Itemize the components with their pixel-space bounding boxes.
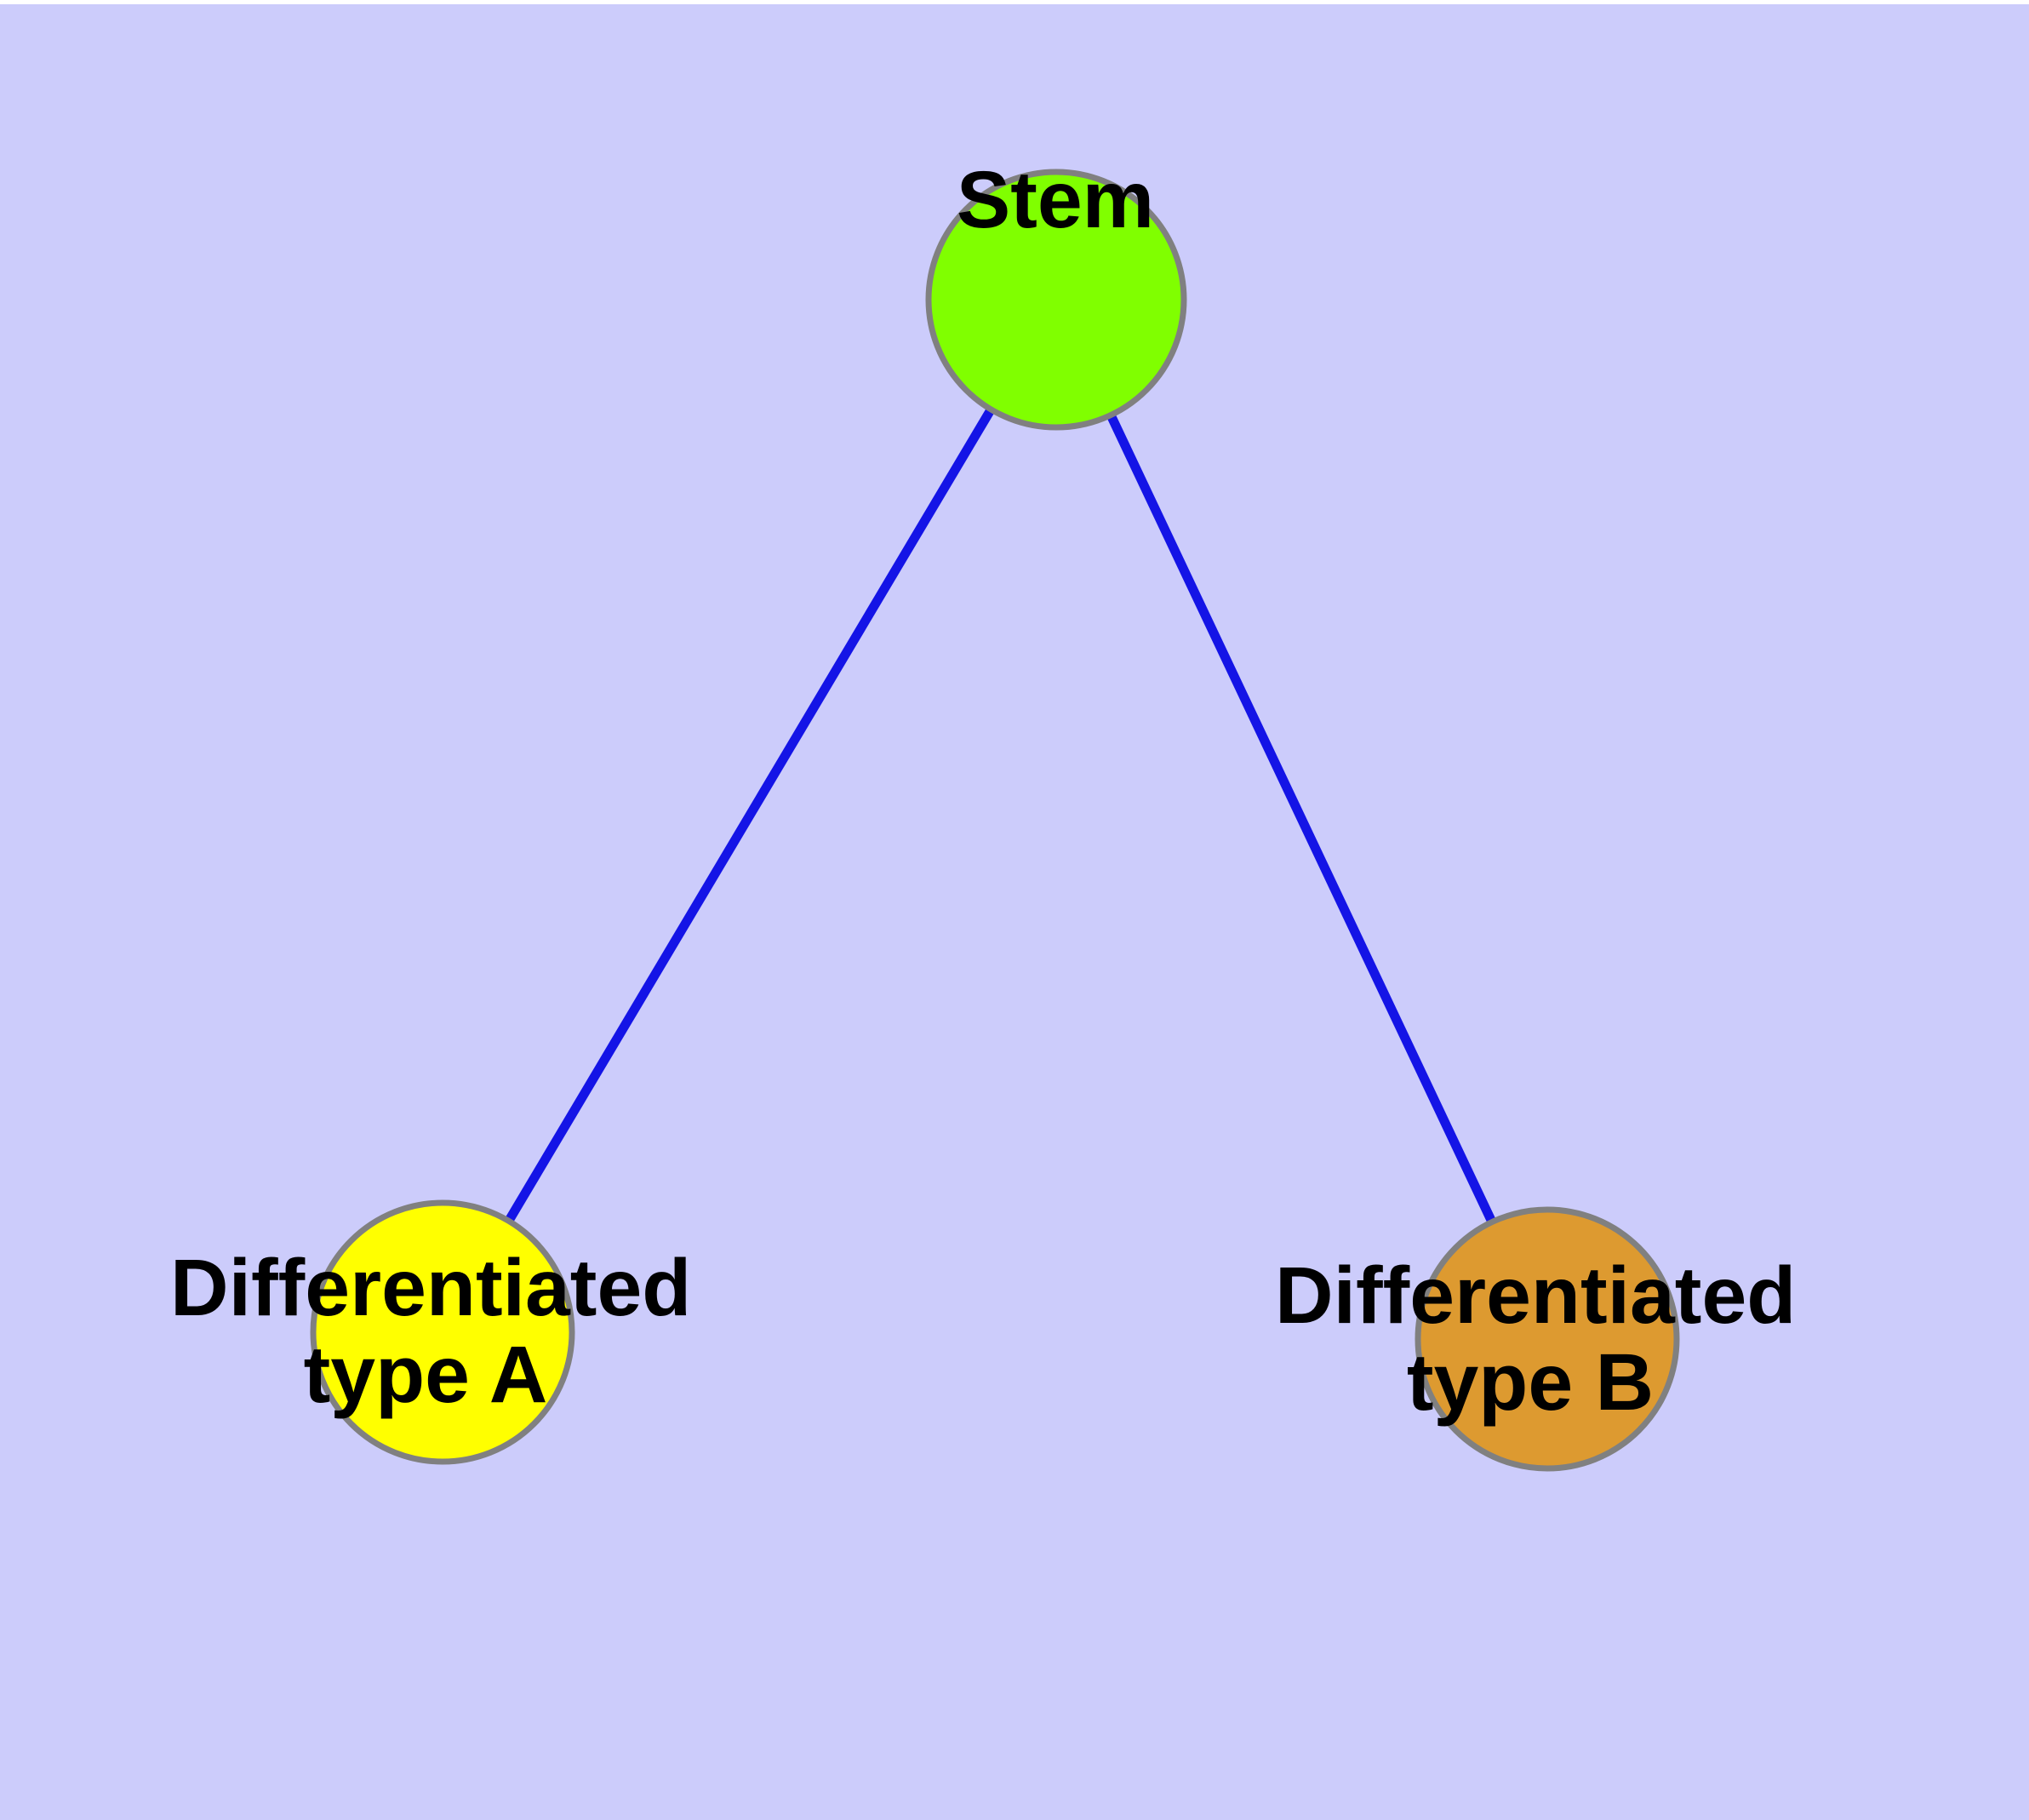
node-differentiated-type-b[interactable] (1415, 1206, 1680, 1472)
edge-stem-to-differentiated-a[interactable] (438, 297, 1060, 1335)
edge-stem-to-differentiated-b[interactable] (1052, 297, 1552, 1342)
node-stem[interactable] (925, 169, 1187, 431)
edge-layer (438, 297, 1552, 1342)
node-differentiated-type-a[interactable] (310, 1199, 575, 1465)
node-layer (310, 169, 1680, 1472)
